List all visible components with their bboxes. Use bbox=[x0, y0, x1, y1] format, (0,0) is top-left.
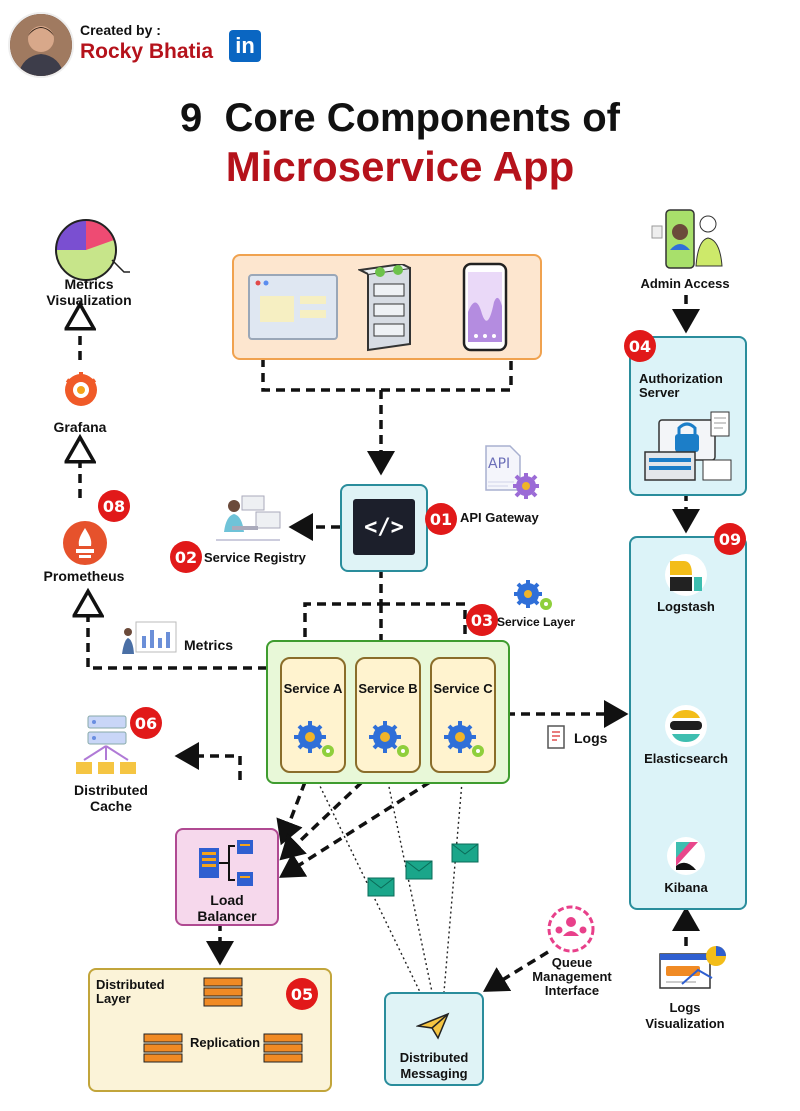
service-a-card[interactable]: Service A bbox=[280, 657, 346, 773]
metrics-visualization-label: Metrics Visualization bbox=[46, 276, 132, 308]
registry-icon bbox=[216, 495, 281, 541]
kibana-icon bbox=[667, 837, 705, 875]
admin-phone-icon bbox=[651, 209, 723, 269]
author-name: Rocky Bhatia bbox=[80, 40, 214, 63]
badge-02: 02 bbox=[170, 541, 202, 573]
queue-people-icon bbox=[547, 905, 595, 953]
elasticsearch-icon bbox=[665, 705, 707, 747]
distributed-messaging-label: Distributed Messaging bbox=[399, 1050, 469, 1081]
logs-dashboard-icon bbox=[659, 946, 726, 989]
badge-01: 01 bbox=[425, 503, 457, 535]
service-a-gear-icon bbox=[294, 721, 334, 757]
authorization-server-box: Authorization Server bbox=[629, 336, 747, 496]
api-gateway-label: API Gateway bbox=[460, 510, 539, 525]
code-icon: </> bbox=[353, 499, 415, 555]
badge-08: 08 bbox=[98, 490, 130, 522]
kibana-label: Kibana bbox=[664, 880, 708, 895]
metrics-board-icon bbox=[122, 621, 177, 654]
logstash-icon bbox=[665, 554, 707, 596]
logs-doc-icon bbox=[547, 725, 565, 749]
created-by-label: Created by : bbox=[80, 22, 161, 38]
linkedin-icon[interactable]: in bbox=[229, 30, 261, 62]
service-layer-gear-icon bbox=[514, 580, 552, 610]
api-gateway-box: </> bbox=[340, 484, 428, 572]
clients-to-gateway-line bbox=[261, 358, 513, 392]
pie-chart-icon bbox=[55, 219, 130, 281]
logstash-label: Logstash bbox=[657, 599, 715, 614]
admin-access-label: Admin Access bbox=[640, 276, 730, 291]
logs-label: Logs bbox=[574, 730, 608, 746]
services-to-lb-line-2 bbox=[279, 780, 364, 861]
browser-window-icon bbox=[248, 274, 338, 340]
service-a-label: Service A bbox=[283, 681, 343, 696]
service-b-card[interactable]: Service B bbox=[355, 657, 421, 773]
services-to-cache-line bbox=[174, 742, 242, 780]
service-c-label: Service C bbox=[433, 681, 493, 696]
metrics-label: Metrics bbox=[184, 637, 234, 653]
authorization-server-label: Authorization Server bbox=[639, 371, 723, 400]
cache-icon bbox=[76, 715, 136, 774]
database-server-icon-right bbox=[263, 1033, 303, 1063]
clients-box bbox=[232, 254, 542, 360]
messaging-line-c bbox=[443, 781, 463, 993]
title-line-1: 9 Core Components of bbox=[179, 96, 621, 140]
grafana-label: Grafana bbox=[53, 419, 107, 435]
title-line-2: Microservice App bbox=[225, 143, 575, 190]
messaging-line-b bbox=[387, 781, 433, 993]
service-layer-label: Service Layer bbox=[497, 615, 576, 629]
api-doc-text: API bbox=[488, 456, 511, 472]
service-c-card[interactable]: Service C bbox=[430, 657, 496, 773]
load-balancer-label: Load Balancer bbox=[197, 892, 257, 924]
logs-visualization-label: Logs Visualization bbox=[645, 1000, 725, 1031]
elasticsearch-label: Elasticsearch bbox=[644, 751, 728, 766]
api-doc-icon: API bbox=[484, 444, 522, 492]
grafana-icon bbox=[65, 372, 97, 406]
service-registry-label: Service Registry bbox=[204, 550, 306, 565]
envelope-icon-2 bbox=[405, 860, 433, 880]
badge-06: 06 bbox=[130, 707, 162, 739]
mobile-phone-icon bbox=[462, 262, 508, 352]
paper-plane-icon bbox=[416, 1012, 450, 1040]
distributed-messaging-box: Distributed Messaging bbox=[384, 992, 484, 1086]
load-balancer-icon bbox=[199, 840, 253, 886]
badge-03: 03 bbox=[466, 604, 498, 636]
server-rack-icon bbox=[358, 264, 411, 352]
service-c-gear-icon bbox=[444, 721, 484, 757]
load-balancer-box: Load Balancer bbox=[175, 828, 279, 926]
database-server-icon-left bbox=[143, 1033, 183, 1063]
prometheus-icon bbox=[63, 521, 107, 565]
badge-05: 05 bbox=[286, 978, 318, 1010]
service-b-label: Service B bbox=[358, 681, 418, 696]
badge-04: 04 bbox=[624, 330, 656, 362]
distributed-layer-label: Distributed Layer bbox=[96, 977, 165, 1006]
gear-icon bbox=[513, 473, 539, 499]
service-b-gear-icon bbox=[369, 721, 409, 757]
avatar-icon bbox=[10, 14, 72, 76]
distributed-cache-label: Distributed Cache bbox=[74, 782, 148, 814]
badge-09: 09 bbox=[714, 523, 746, 555]
lock-server-icon bbox=[644, 411, 732, 481]
services-to-lb-line-1 bbox=[276, 781, 307, 846]
gateway-to-services-line bbox=[303, 569, 467, 640]
author-avatar bbox=[8, 12, 74, 78]
queue-management-label: Queue Management Interface bbox=[532, 955, 612, 998]
replication-label: Replication bbox=[189, 1035, 261, 1050]
envelope-icon-1 bbox=[367, 877, 395, 897]
envelope-icon-3 bbox=[451, 843, 479, 863]
queue-to-messaging-line bbox=[483, 950, 549, 992]
prometheus-label: Prometheus bbox=[43, 568, 125, 584]
database-server-icon-top bbox=[203, 977, 243, 1007]
